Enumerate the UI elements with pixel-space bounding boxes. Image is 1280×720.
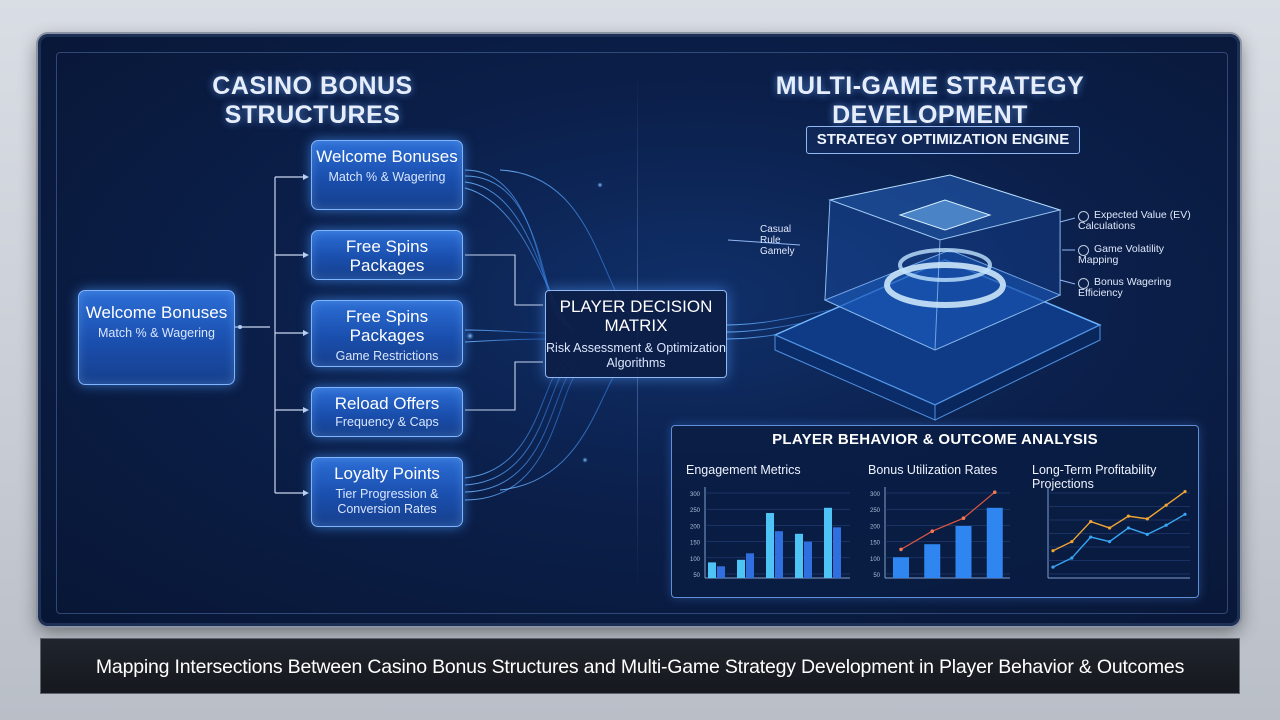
y-tick-label: 150 — [870, 541, 881, 547]
series-line — [1052, 490, 1186, 552]
engine-side-note: Casual Rule Gamely — [760, 224, 795, 257]
source-box-title: Welcome Bonuses — [85, 303, 228, 322]
bar — [986, 507, 1003, 578]
series-point — [1107, 540, 1112, 544]
source-welcome-bonuses-box[interactable]: Welcome Bonuses Match % & Wagering — [78, 290, 235, 385]
target-icon — [1078, 211, 1089, 222]
bonus-box-subtitle: Frequency & Caps — [335, 415, 439, 429]
bonus-box-title: Reload Offers — [334, 394, 440, 413]
series-point — [1070, 556, 1074, 560]
chart-title-engagement: Engagement Metrics — [686, 463, 801, 477]
y-tick-label: 50 — [873, 573, 880, 579]
y-tick-label: 200 — [690, 524, 701, 530]
bar — [804, 541, 812, 578]
series-point — [1183, 512, 1187, 516]
trend-point — [899, 547, 903, 552]
y-tick-label: 250 — [870, 508, 881, 514]
series-point — [1145, 532, 1149, 536]
bar — [924, 544, 941, 578]
callout-ev-text: Expected Value (EV) Calculations — [1078, 209, 1191, 232]
bar — [893, 557, 909, 578]
y-tick-label: 150 — [690, 541, 701, 547]
coin-icon — [1078, 278, 1089, 289]
series-point — [1164, 523, 1168, 527]
strategy-engine-label: STRATEGY OPTIMIZATION ENGINE — [806, 126, 1080, 154]
bonus-box-title: Welcome Bonuses — [316, 147, 458, 166]
chart-title-bonus-utilization: Bonus Utilization Rates — [868, 463, 998, 477]
callout-ev: Expected Value (EV) Calculations — [1078, 210, 1218, 232]
series-point — [1145, 517, 1149, 521]
analysis-title: PLAYER BEHAVIOR & OUTCOME ANALYSIS — [772, 431, 1098, 448]
series-point — [1070, 540, 1074, 544]
bonus-box-subtitle: Match % & Wagering — [328, 170, 446, 184]
bar — [955, 526, 972, 578]
series-point — [1089, 535, 1093, 539]
header-strategy-development: MULTI-GAME STRATEGY DEVELOPMENT — [775, 72, 1085, 129]
bar — [833, 527, 841, 578]
callout-wagering-text: Bonus Wagering Efficiency — [1078, 276, 1172, 299]
series-point — [1126, 514, 1131, 518]
chart-title-profitability: Long-Term Profitability Projections — [1032, 463, 1157, 491]
matrix-subtitle: Risk Assessment & Optimization Algorithm… — [546, 341, 726, 370]
trend-point — [992, 490, 997, 495]
bar — [795, 533, 803, 578]
y-tick-label: 300 — [870, 492, 881, 498]
y-tick-label: 100 — [690, 557, 701, 563]
bonus-box-title: Loyalty Points — [334, 464, 440, 483]
bar — [824, 507, 832, 578]
bonus-box-title: Free Spins Packages — [345, 237, 429, 275]
series-point — [1107, 526, 1112, 530]
callout-volatility: Game Volatility Mapping — [1078, 244, 1198, 266]
source-box-subtitle: Match % & Wagering — [98, 326, 215, 340]
bar — [766, 513, 774, 578]
welcome-bonuses-box[interactable]: Welcome Bonuses Match % & Wagering — [311, 140, 463, 210]
bar — [717, 566, 725, 578]
series-point — [1051, 549, 1055, 553]
y-tick-label: 300 — [690, 492, 701, 498]
bar — [775, 531, 783, 578]
y-tick-label: 100 — [870, 557, 881, 563]
y-tick-label: 50 — [693, 573, 700, 579]
callout-wagering: Bonus Wagering Efficiency — [1078, 277, 1198, 299]
chart-icon — [1078, 245, 1089, 256]
bonus-box-title: Free Spins Packages — [345, 307, 429, 345]
figure-caption: Mapping Intersections Between Casino Bon… — [40, 638, 1240, 694]
player-decision-matrix[interactable]: PLAYER DECISION MATRIX Risk Assessment &… — [545, 290, 727, 378]
series-line — [1052, 513, 1186, 568]
callout-volatility-text: Game Volatility Mapping — [1078, 243, 1165, 266]
series-point — [1126, 526, 1131, 530]
loyalty-points-box[interactable]: Loyalty Points Tier Progression & Conver… — [311, 457, 463, 527]
bonus-box-subtitle: Game Restrictions — [335, 349, 439, 363]
series-point — [1164, 503, 1168, 507]
y-tick-label: 250 — [690, 508, 701, 514]
trend-line — [900, 491, 996, 550]
series-point — [1183, 489, 1187, 494]
y-tick-label: 200 — [870, 524, 881, 530]
series-point — [1089, 519, 1093, 524]
free-spins-packages-box[interactable]: Free Spins Packages — [311, 230, 463, 280]
bar — [737, 559, 745, 578]
bonus-box-subtitle: Tier Progression & Conversion Rates — [335, 487, 439, 516]
header-bonus-structures: CASINO BONUS STRUCTURES — [212, 72, 413, 129]
free-spins-game-restrictions-box[interactable]: Free Spins Packages Game Restrictions — [311, 300, 463, 367]
series-point — [1051, 565, 1055, 569]
reload-offers-box[interactable]: Reload Offers Frequency & Caps — [311, 387, 463, 437]
trend-point — [961, 516, 966, 520]
trend-point — [930, 529, 935, 533]
optimization-engine-graphic — [727, 174, 1102, 421]
bar — [746, 553, 754, 578]
bar — [708, 562, 716, 578]
matrix-title: PLAYER DECISION MATRIX — [559, 297, 713, 335]
